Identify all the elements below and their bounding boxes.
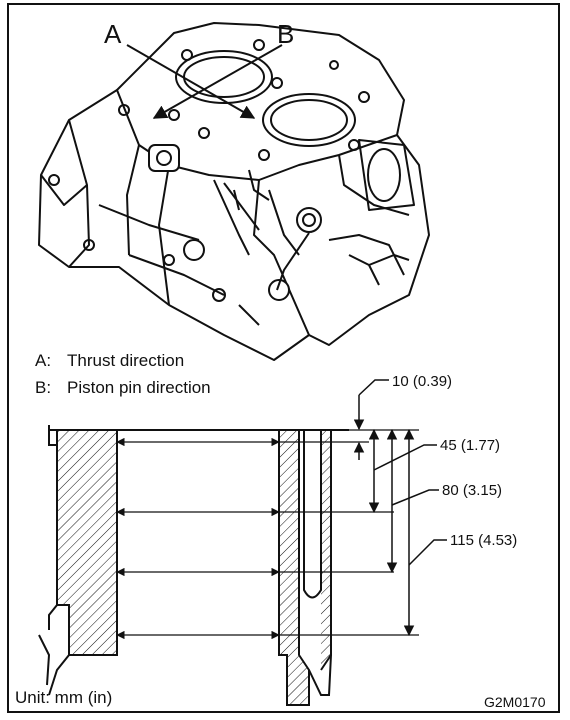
direction-arrows bbox=[126, 44, 283, 119]
label-a: A bbox=[104, 19, 122, 49]
dimension-80: 80 (3.15) bbox=[442, 482, 502, 499]
dimension-45: 45 (1.77) bbox=[440, 437, 500, 454]
engine-block-illustration bbox=[38, 22, 430, 361]
cylinder-block-diagram: A B A: Thrust direction B: Piston pin di… bbox=[15, 19, 546, 710]
label-b: B bbox=[277, 19, 294, 49]
dimension-10: 10 (0.39) bbox=[392, 373, 452, 390]
cylinder-cross-section bbox=[38, 425, 419, 706]
legend-key-b: B: bbox=[35, 378, 51, 397]
figure-code: G2M0170 bbox=[484, 694, 546, 710]
legend-text-a: Thrust direction bbox=[67, 351, 184, 370]
legend: A: Thrust direction B: Piston pin direct… bbox=[35, 351, 211, 397]
figure-frame: A B A: Thrust direction B: Piston pin di… bbox=[7, 3, 560, 713]
legend-text-b: Piston pin direction bbox=[67, 378, 211, 397]
dimension-lines bbox=[353, 379, 447, 637]
unit-note: Unit: mm (in) bbox=[15, 688, 112, 707]
legend-key-a: A: bbox=[35, 351, 51, 370]
dimension-115: 115 (4.53) bbox=[450, 532, 517, 549]
